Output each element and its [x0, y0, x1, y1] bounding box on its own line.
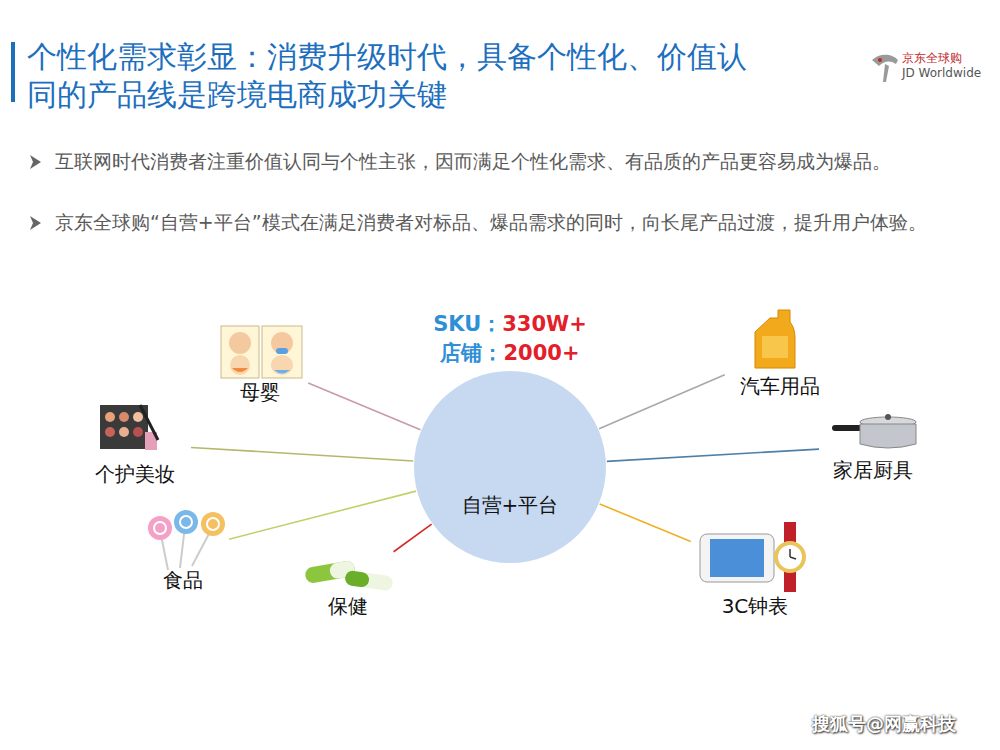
stat-key: 店铺： — [440, 341, 503, 365]
logo-text: 京东全球购 — [902, 50, 962, 67]
capsule-icon — [304, 560, 394, 592]
spoke-line — [394, 524, 432, 552]
spoke-line — [607, 449, 819, 461]
cosmetics-icon — [100, 405, 158, 450]
category-label: 家居厨具 — [816, 457, 930, 484]
lollipop-icon — [148, 510, 225, 570]
category-node: 家居厨具 — [816, 408, 930, 484]
phone-watch-icon — [700, 522, 806, 592]
category-label: 保健 — [292, 593, 404, 620]
node-label: 自营+平台 — [413, 492, 607, 519]
stat-line: SKU：330W+ — [373, 310, 647, 338]
category-node: 汽车用品 — [722, 302, 838, 400]
category-label: 3C钟表 — [688, 593, 822, 620]
circle-shape — [413, 370, 607, 564]
category-node: 食品 — [134, 508, 232, 594]
category-node: 保健 — [292, 550, 404, 620]
category-label: 食品 — [134, 567, 232, 594]
baby-icon — [221, 326, 302, 378]
title: 个性化需求彰显：消费升级时代，具备个性化、价值认 同的产品线是跨境电商成功关键 — [27, 38, 767, 114]
bullet-markers — [30, 155, 41, 230]
category-node: 母婴 — [209, 320, 311, 406]
spoke-line — [229, 491, 416, 539]
circle-fill — [414, 371, 606, 563]
spoke-line — [599, 375, 725, 429]
bullet-text: 互联网时代消费者注重价值认同与个性主张，因而满足个性化需求、有品质的产品更容易成… — [55, 148, 975, 175]
spoke-line — [308, 383, 420, 430]
center-circle: SKU：330W+店铺：2000+自营+平台 — [413, 370, 607, 564]
category-node: 个护美妆 — [76, 400, 194, 488]
jd-logo — [872, 55, 898, 82]
spoke-line — [191, 447, 413, 461]
title-bar — [11, 42, 15, 102]
stat-key: SKU： — [433, 312, 502, 336]
logo-text: JD Worldwide — [902, 66, 981, 80]
watermark: 搜狐号@网赢科技 — [812, 712, 956, 736]
category-node: 3C钟表 — [688, 516, 822, 620]
category-label: 个护美妆 — [76, 461, 194, 488]
stat-line: 店铺：2000+ — [373, 339, 647, 367]
spoke-line — [600, 504, 691, 542]
bullet-text: 京东全球购“自营+平台”模式在满足消费者对标品、爆品需求的同时，向长尾产品过渡，… — [55, 209, 975, 236]
jug-icon — [755, 310, 795, 368]
stat-value: 2000+ — [503, 341, 579, 365]
category-label: 母婴 — [209, 379, 311, 406]
category-label: 汽车用品 — [722, 373, 838, 400]
pot-icon — [832, 414, 916, 448]
stat-value: 330W+ — [502, 312, 587, 336]
